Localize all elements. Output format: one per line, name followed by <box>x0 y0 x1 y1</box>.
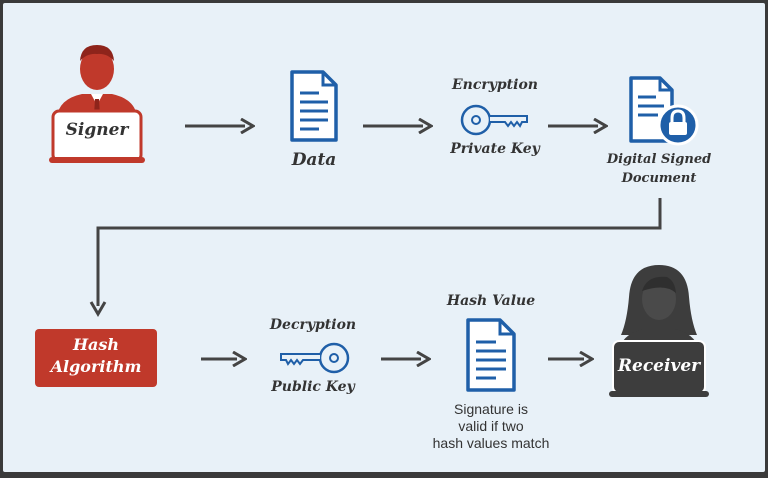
key-icon <box>460 104 528 136</box>
arrow-hash-to-decryption <box>201 351 247 367</box>
key-icon <box>280 342 350 374</box>
arrow-encryption-to-signed <box>548 118 608 134</box>
document-icon <box>290 70 338 142</box>
hash-label-1: Hash <box>72 335 120 354</box>
hash-note-line-2: valid if two <box>458 418 524 434</box>
arrow-decryption-to-hashvalue <box>381 351 431 367</box>
public-key-label: Public Key <box>271 379 355 395</box>
hash-note-line-3: hash values match <box>432 435 550 451</box>
person-icon <box>609 265 709 397</box>
digital-signed-label-2: Document <box>621 171 697 186</box>
arrow-hashvalue-to-receiver <box>548 351 594 367</box>
digital-signed-label-1: Digital Signed <box>606 152 712 167</box>
person-icon <box>49 45 145 163</box>
receiver-label: Receiver <box>617 356 701 376</box>
document-icon <box>466 318 516 392</box>
data-label: Data <box>291 150 337 170</box>
decryption-label: Decryption <box>269 317 357 333</box>
receiver-node <box>607 261 711 401</box>
arrow-data-to-encryption <box>363 118 433 134</box>
arrow-signer-to-data <box>185 118 255 134</box>
diagram-canvas: Signer Data Encryption Private Key <box>3 3 765 472</box>
hash-value-label: Hash Value <box>446 293 536 309</box>
encryption-label: Encryption <box>452 77 538 93</box>
signer-node <box>47 39 147 165</box>
hash-algorithm-box <box>35 329 157 387</box>
arrow-signed-to-hash <box>89 198 662 317</box>
hash-label-2: Algorithm <box>50 357 142 376</box>
hash-note-line-1: Signature is <box>454 401 528 417</box>
private-key-label: Private Key <box>450 141 540 157</box>
signer-label: Signer <box>65 120 129 140</box>
lock-document-icon <box>629 76 699 146</box>
